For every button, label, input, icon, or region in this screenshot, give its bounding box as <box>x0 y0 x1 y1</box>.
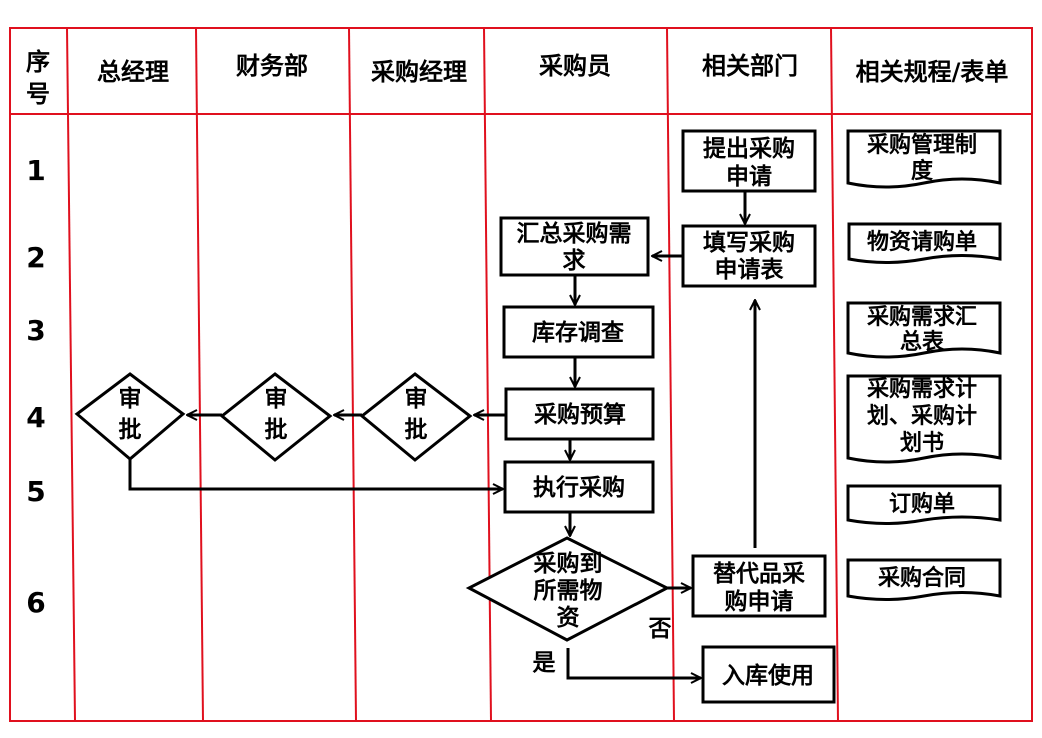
doc-policy-label: 度 <box>911 158 934 184</box>
doc-requisition <box>847 222 1002 264</box>
substitute-request-box <box>691 554 827 618</box>
row-number: 3 <box>26 314 45 347</box>
table-border <box>9 27 1033 722</box>
header-purchasing-manager: 采购经理 <box>371 58 467 86</box>
doc-plan-label: 划书 <box>900 431 944 456</box>
warehouse-label: 入库使用 <box>722 663 814 689</box>
decision-no-label: 否 <box>648 616 672 642</box>
doc-policy <box>846 129 1002 189</box>
header-related-dept: 相关部门 <box>702 52 798 80</box>
warehouse-box <box>701 645 836 704</box>
decision-label: 采购到 <box>534 551 603 577</box>
doc-plan-label: 划、采购计 <box>867 403 977 429</box>
swimlane-grid <box>9 27 1033 722</box>
summarize-demand-label: 求 <box>563 248 586 274</box>
doc-plan <box>846 374 1002 464</box>
fill-form-label: 填写采购 <box>703 230 795 256</box>
pm-approve-label: 批 <box>405 417 428 443</box>
substitute-label: 购申请 <box>725 588 794 615</box>
gm-approve-label: 批 <box>119 417 142 443</box>
substitute-label: 替代品采 <box>713 561 805 587</box>
doc-policy-label: 采购管理制 <box>867 132 977 158</box>
finance-approve-label: 审 <box>265 385 288 412</box>
pm-approve-diamond <box>359 372 473 462</box>
doc-requisition-label: 物资请购单 <box>867 229 977 255</box>
header-general-manager: 总经理 <box>97 58 169 86</box>
execute-purchase-box <box>503 460 655 514</box>
arrow-decision-yes <box>566 648 701 678</box>
lane-divider <box>830 27 839 722</box>
row-number: 6 <box>26 586 45 619</box>
decision-diamond <box>465 536 671 642</box>
fill-form-box <box>681 224 817 288</box>
doc-contract <box>846 558 1002 601</box>
row-number: 4 <box>26 401 45 434</box>
submit-request-box <box>681 129 817 193</box>
submit-request-label: 申请 <box>726 163 772 190</box>
execute-purchase-label: 执行采购 <box>533 474 625 501</box>
header-finance-dept: 财务部 <box>236 52 308 80</box>
doc-plan-label: 采购需求计 <box>867 376 977 402</box>
budget-label: 采购预算 <box>534 401 626 428</box>
lane-divider <box>483 27 492 722</box>
summarize-demand-label: 汇总采购需 <box>517 220 632 247</box>
doc-purchase-order <box>846 484 1002 525</box>
row-number: 2 <box>26 241 45 274</box>
finance-approve-diamond <box>219 372 333 462</box>
gm-approve-label: 审 <box>119 385 142 412</box>
header-seq-line1: 序 <box>26 48 50 76</box>
submit-request-label: 提出采购 <box>703 135 795 162</box>
row-number: 5 <box>26 475 45 508</box>
header-buyer: 采购员 <box>539 52 611 80</box>
lane-divider <box>348 27 357 722</box>
doc-demand-summary-label: 采购需求汇 <box>867 304 977 330</box>
lane-divider <box>666 27 675 722</box>
row-number: 1 <box>26 154 45 187</box>
doc-demand-summary-label: 总表 <box>900 329 945 355</box>
decision-label: 所需物 <box>534 577 603 604</box>
doc-contract-label: 采购合同 <box>878 565 966 591</box>
pm-approve-label: 审 <box>405 385 428 412</box>
arrow-gm-to-execute <box>128 459 503 489</box>
inventory-check-label: 库存调查 <box>532 319 624 346</box>
header-seq-line2: 号 <box>26 80 50 108</box>
doc-demand-summary <box>846 301 1002 359</box>
decision-label: 资 <box>557 605 580 631</box>
header-procedures-forms: 相关规程/表单 <box>856 58 1009 86</box>
fill-form-label: 申请表 <box>715 256 785 283</box>
doc-purchase-order-label: 订购单 <box>889 491 955 517</box>
finance-approve-label: 批 <box>265 417 288 443</box>
inventory-check-box <box>502 305 655 359</box>
decision-yes-label: 是 <box>533 650 556 676</box>
lane-divider <box>66 27 76 722</box>
lane-divider <box>195 27 204 722</box>
